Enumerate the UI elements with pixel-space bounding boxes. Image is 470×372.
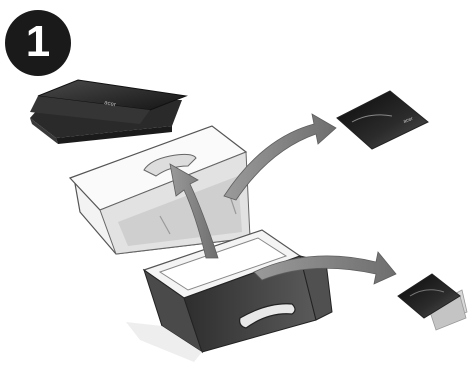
laptop-icon: acer — [30, 80, 186, 144]
recovery-disc-pack-icon — [398, 274, 467, 330]
box-icon — [70, 126, 332, 362]
manual-booklet-icon: acer — [337, 91, 428, 149]
